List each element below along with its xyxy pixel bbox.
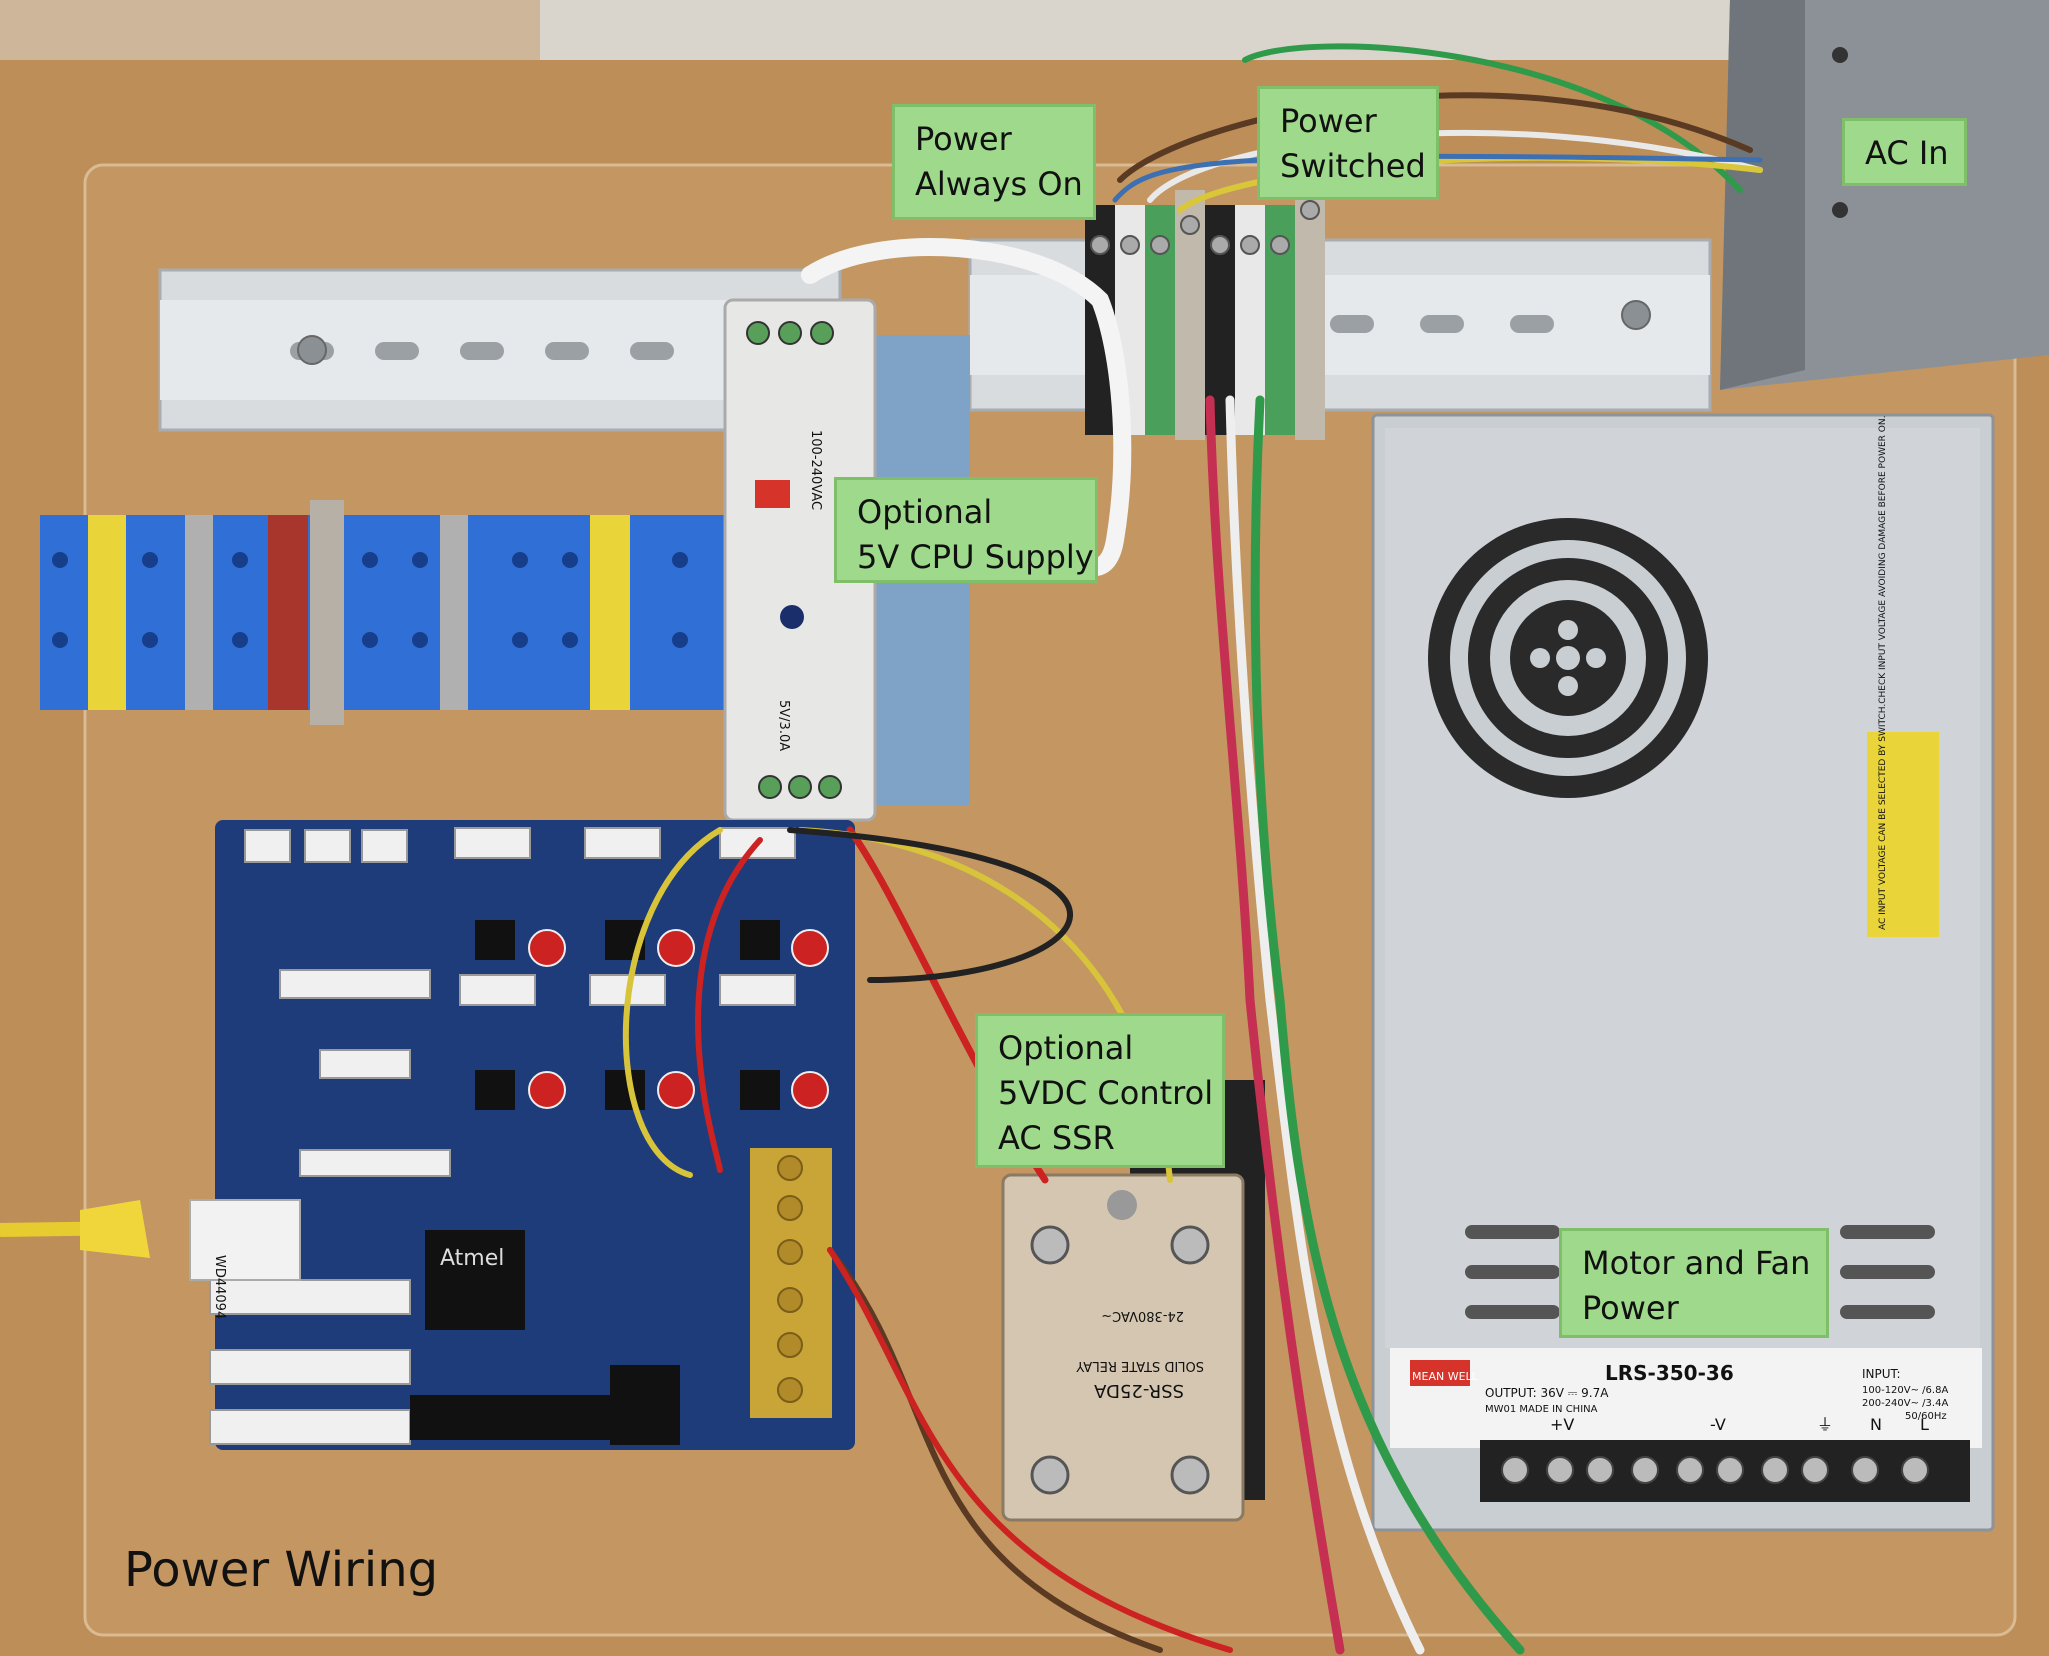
callout-line: Optional <box>857 493 993 531</box>
psu-terminal-label-n: N <box>1870 1415 1882 1434</box>
psu-made-text: MW01 MADE IN CHINA <box>1485 1404 1598 1415</box>
callout-cpu-supply: Optional 5V CPU Supply <box>834 477 1098 583</box>
controller-board: Atmel <box>209 820 855 1450</box>
ssr-model-text: SSR-25DA <box>1093 1380 1184 1401</box>
callout-line: AC In <box>1865 134 1949 172</box>
ac-in-junction-box <box>1720 0 2049 390</box>
psu-warning-text: AC INPUT VOLTAGE CAN BE SELECTED BY SWIT… <box>1878 416 1888 930</box>
callout-ac-in: AC In <box>1842 118 1967 186</box>
terminal-block-row <box>40 500 740 725</box>
cpu-psu-spec-text: 100-240VAC <box>808 430 823 510</box>
psu-input-v1-text: 100-120V~ /6.8A <box>1862 1385 1948 1396</box>
callout-line: Power <box>1280 102 1377 140</box>
callout-ssr-control: Optional 5VDC Control AC SSR <box>975 1013 1225 1168</box>
psu-terminal-label-vminus: -V <box>1710 1415 1726 1434</box>
callout-line: Switched <box>1280 147 1426 185</box>
psu-output-text: OUTPUT: 36V ⎓ 9.7A <box>1485 1386 1609 1400</box>
din-rail-right <box>968 238 1712 412</box>
psu-terminal-label-ground: ⏚ <box>1817 1415 1833 1434</box>
cpu-power-supply: 100-240VAC 5V/3.0A <box>723 298 970 822</box>
callout-line: Motor and Fan <box>1582 1244 1811 1282</box>
callout-line: Always On <box>915 165 1083 203</box>
psu-warning-sticker <box>1867 732 1939 937</box>
ssr-load-text: 24-380VAC~ <box>1101 1308 1184 1323</box>
callout-motor-fan-power: Motor and Fan Power <box>1559 1228 1829 1338</box>
callout-power-always-on: Power Always On <box>892 104 1096 220</box>
ethernet-tag-text: WD44094 <box>212 1255 227 1319</box>
psu-terminal-label-l: L <box>1920 1415 1929 1434</box>
mcu-brand-text: Atmel <box>440 1246 504 1271</box>
ethernet-cable: WD44094 <box>0 1199 301 1319</box>
figure-caption: Power Wiring <box>124 1542 439 1598</box>
psu-model-text: LRS-350-36 <box>1605 1361 1734 1385</box>
callout-line: AC SSR <box>998 1119 1115 1157</box>
psu-input-v2-text: 200-240V~ /3.4A <box>1862 1398 1948 1409</box>
callout-line: Optional <box>998 1029 1134 1067</box>
psu-freq-text: 50/60Hz <box>1905 1411 1947 1422</box>
psu-brand-text: MEAN WELL <box>1412 1370 1479 1383</box>
callout-line: Power <box>1582 1289 1679 1327</box>
cpu-psu-out-text: 5V/3.0A <box>776 700 791 751</box>
callout-line: 5VDC Control <box>998 1074 1214 1112</box>
psu-input-text: INPUT: <box>1862 1367 1901 1381</box>
ssr-type-text: SOLID STATE RELAY <box>1076 1358 1204 1373</box>
psu-fan-grille <box>1428 518 1708 798</box>
callout-line: 5V CPU Supply <box>857 538 1094 576</box>
callout-line: Power <box>915 120 1012 158</box>
main-power-supply: AC INPUT VOLTAGE CAN BE SELECTED BY SWIT… <box>1371 413 1995 1532</box>
callout-power-switched: Power Switched <box>1257 86 1439 200</box>
psu-terminal-label-vplus: +V <box>1550 1415 1574 1434</box>
